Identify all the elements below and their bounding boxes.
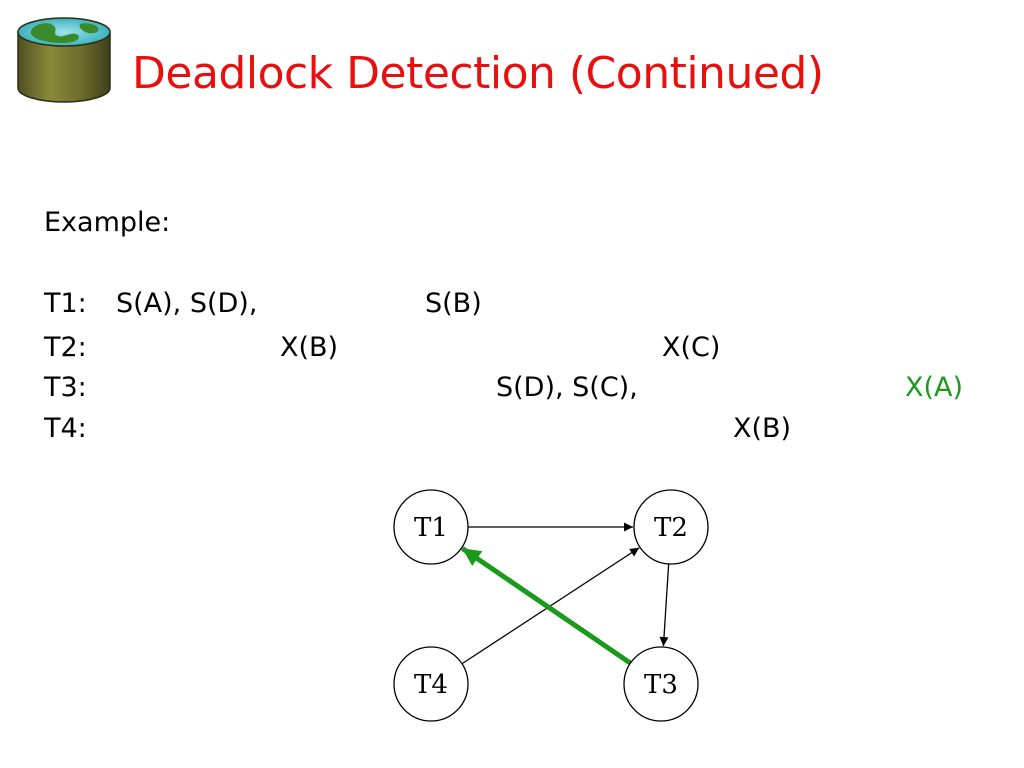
database-globe-icon xyxy=(17,17,111,103)
schedule-operation: S(B) xyxy=(425,288,482,319)
edge-t3-to-t1 xyxy=(460,546,632,666)
node-t3 xyxy=(623,646,699,722)
schedule-row-label: T4: xyxy=(44,413,87,444)
node-t2 xyxy=(633,489,709,565)
schedule-operation: S(A), S(D), xyxy=(116,288,258,319)
node-t1 xyxy=(393,489,469,565)
page-title: Deadlock Detection (Continued) xyxy=(132,48,824,99)
schedule-row-label: T3: xyxy=(44,372,87,403)
schedule-text: Example: T1: S(A), S(D), S(B) T2: X(B) X(C) T3:… xyxy=(44,207,964,444)
schedule-operation: X(B) xyxy=(280,332,339,363)
schedule-operation: S(D), S(C), xyxy=(496,372,638,403)
schedule-operation: X(A) xyxy=(905,372,964,403)
schedule-operation: X(B) xyxy=(733,413,792,444)
schedule-row-label: T2: xyxy=(44,332,87,363)
node-t4 xyxy=(393,646,469,722)
schedule-row-label: T1: xyxy=(44,288,87,319)
node-label-t4: T4 xyxy=(414,670,448,700)
edge-t2-to-t3 xyxy=(659,563,670,647)
node-label-t3: T3 xyxy=(644,670,678,700)
node-label-t2: T2 xyxy=(654,513,688,543)
schedule-operation: X(C) xyxy=(662,332,721,363)
node-label-t1: T1 xyxy=(414,513,448,543)
example-label: Example: xyxy=(44,207,171,238)
